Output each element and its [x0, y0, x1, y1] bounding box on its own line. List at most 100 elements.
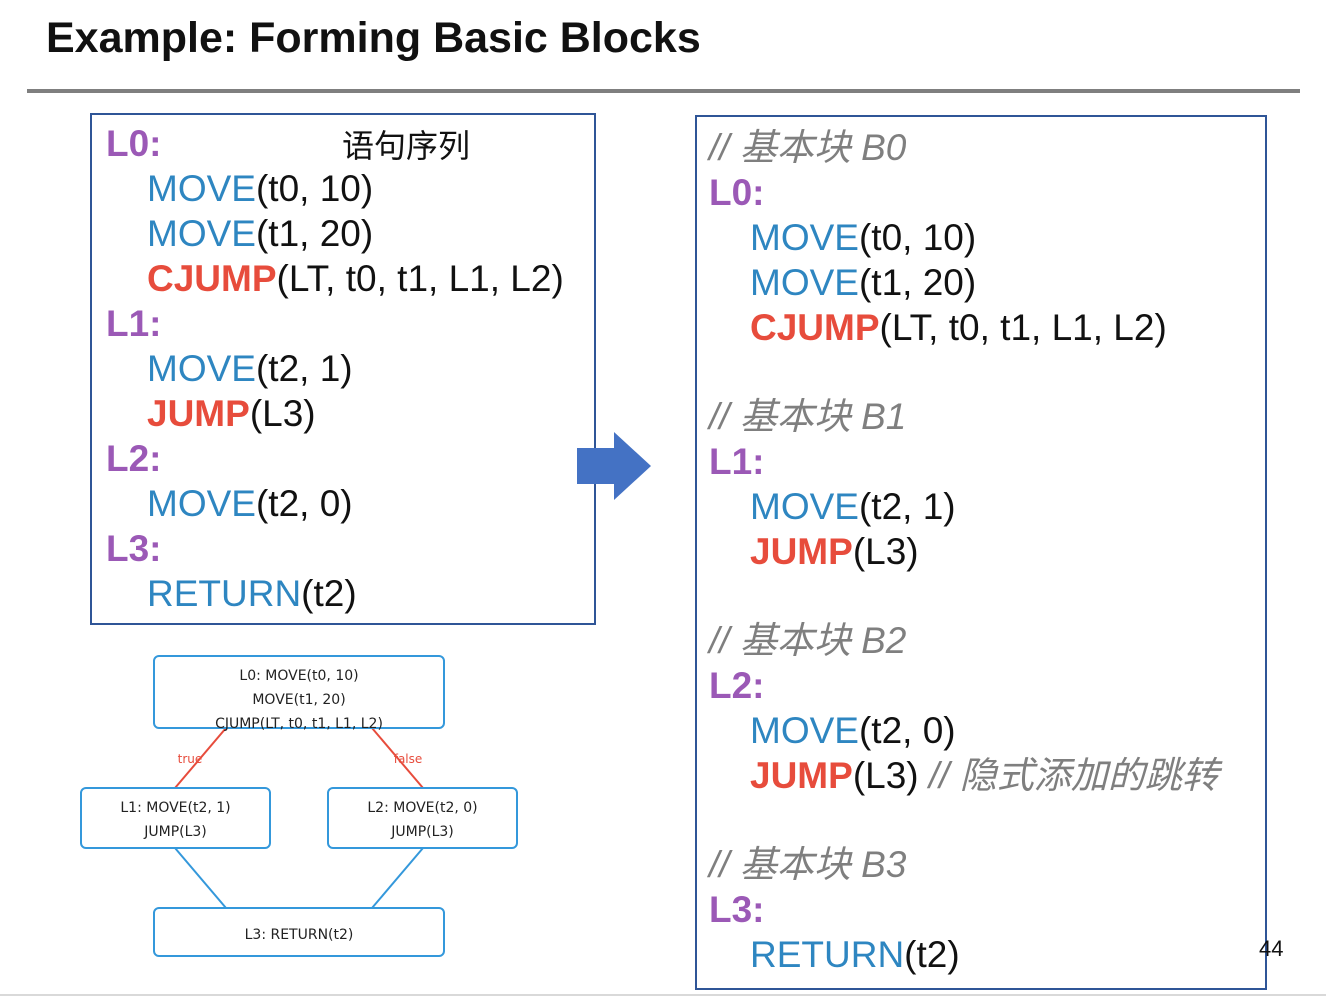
instruction-op: RETURN — [750, 934, 905, 975]
cfg-node-text: L3: RETURN(t2) — [245, 927, 354, 943]
block-label: L2: — [709, 665, 765, 706]
sequence-label-line: L2: — [106, 436, 594, 481]
cfg-node-text: MOVE(t1, 20) — [252, 692, 345, 708]
block-label: L0: — [709, 172, 765, 213]
instruction-op: CJUMP — [750, 307, 880, 348]
instruction-op: MOVE — [147, 168, 256, 209]
instruction-op: MOVE — [750, 486, 859, 527]
cfg-edge — [371, 847, 424, 909]
instruction-op: MOVE — [147, 348, 256, 389]
instruction-args: (LT, t0, t1, L1, L2) — [276, 258, 564, 299]
block-instruction-line: JUMP(L3) — [709, 529, 1265, 574]
instruction-args: (L3) — [249, 393, 316, 434]
instruction-op: CJUMP — [147, 258, 277, 299]
block-instruction-line: MOVE(t2, 0) — [709, 708, 1265, 753]
title-divider — [27, 89, 1300, 93]
block-label: L1: — [106, 303, 162, 344]
cfg-edge — [371, 727, 424, 789]
instruction-args: (L3) — [852, 755, 919, 796]
instruction-op: MOVE — [147, 483, 256, 524]
block-instruction-line: MOVE(t1, 20) — [709, 260, 1265, 305]
block-label: L1: — [709, 441, 765, 482]
page-number: 44 — [1259, 936, 1284, 961]
instruction-op: RETURN — [147, 573, 302, 614]
instruction-args: (t2, 0) — [255, 483, 353, 524]
instruction-args: (t2, 0) — [858, 710, 956, 751]
cfg-edge-label: true — [178, 752, 203, 766]
right-arrow-icon — [577, 432, 651, 500]
cfg-node-text: CJUMP(LT, t0, t1, L1, L2) — [215, 716, 383, 732]
statement-sequence-heading: 语句序列 — [342, 127, 471, 165]
instruction-op: MOVE — [750, 217, 859, 258]
sequence-label-line: L0: — [106, 121, 594, 166]
cfg-node-text: L0: MOVE(t0, 10) — [239, 668, 358, 684]
block-comment: // 基本块 B3 — [709, 842, 1265, 887]
block-instruction-line: MOVE(t0, 10) — [709, 215, 1265, 260]
block-comment-text: // 基本块 B2 — [709, 620, 907, 661]
block-spacer — [709, 574, 1265, 618]
instruction-args: (t2) — [904, 934, 960, 975]
instruction-op: JUMP — [147, 393, 250, 434]
cfg-edge — [174, 727, 227, 789]
block-comment: // 基本块 B2 — [709, 618, 1265, 663]
block-comment: // 基本块 B0 — [709, 125, 1265, 170]
instruction-args: (t0, 10) — [255, 168, 374, 209]
block-label-line: L3: — [709, 887, 1265, 932]
block-instruction-line: JUMP(L3) // 隐式添加的跳转 — [709, 753, 1265, 798]
statement-sequence-box: 语句序列 L0:MOVE(t0, 10)MOVE(t1, 20)CJUMP(LT… — [90, 113, 596, 625]
sequence-instruction-line: CJUMP(LT, t0, t1, L1, L2) — [106, 256, 594, 301]
cfg-node-text: L2: MOVE(t2, 0) — [367, 800, 477, 816]
instruction-args: (LT, t0, t1, L1, L2) — [879, 307, 1167, 348]
block-label: L2: — [106, 438, 162, 479]
sequence-instruction-line: MOVE(t1, 20) — [106, 211, 594, 256]
cfg-node-b1 — [80, 787, 271, 849]
block-comment-text: // 基本块 B1 — [709, 396, 907, 437]
cfg-node-text: JUMP(L3) — [143, 824, 207, 840]
instruction-args: (t2, 1) — [858, 486, 956, 527]
instruction-op: MOVE — [147, 213, 256, 254]
instruction-op: JUMP — [750, 531, 853, 572]
block-label-line: L1: — [709, 439, 1265, 484]
slide-title: Example: Forming Basic Blocks — [46, 14, 701, 62]
instruction-args: (t2, 1) — [255, 348, 353, 389]
sequence-instruction-line: JUMP(L3) — [106, 391, 594, 436]
block-spacer — [709, 350, 1265, 394]
instruction-args: (t1, 20) — [858, 262, 977, 303]
bottom-divider — [0, 994, 1326, 996]
statement-sequence-code: L0:MOVE(t0, 10)MOVE(t1, 20)CJUMP(LT, t0,… — [106, 121, 594, 616]
instruction-args: (t2) — [301, 573, 357, 614]
sequence-label-line: L1: — [106, 301, 594, 346]
instruction-op: MOVE — [750, 262, 859, 303]
cfg-node-b0 — [153, 655, 445, 729]
sequence-instruction-line: MOVE(t0, 10) — [106, 166, 594, 211]
cfg-node-b3 — [153, 907, 445, 957]
instruction-op: JUMP — [750, 755, 853, 796]
block-instruction-line: MOVE(t2, 1) — [709, 484, 1265, 529]
block-instruction-line: CJUMP(LT, t0, t1, L1, L2) — [709, 305, 1265, 350]
instruction-args: (t1, 20) — [255, 213, 374, 254]
block-spacer — [709, 798, 1265, 842]
block-label-line: L2: — [709, 663, 1265, 708]
block-instruction-line: RETURN(t2) — [709, 932, 1265, 977]
cfg-node-text: JUMP(L3) — [390, 824, 454, 840]
cfg-edge-label: false — [394, 752, 423, 766]
block-comment-text: // 基本块 B0 — [709, 127, 907, 168]
block-comment-text: // 基本块 B3 — [709, 844, 907, 885]
block-label: L0: — [106, 123, 162, 164]
instruction-args: (t0, 10) — [858, 217, 977, 258]
instruction-op: MOVE — [750, 710, 859, 751]
cfg-edge — [174, 847, 227, 909]
sequence-instruction-line: MOVE(t2, 0) — [106, 481, 594, 526]
cfg-node-text: L1: MOVE(t2, 1) — [120, 800, 230, 816]
block-comment: // 基本块 B1 — [709, 394, 1265, 439]
instruction-args: (L3) — [852, 531, 919, 572]
sequence-instruction-line: MOVE(t2, 1) — [106, 346, 594, 391]
sequence-instruction-line: RETURN(t2) — [106, 571, 594, 616]
block-label: L3: — [106, 528, 162, 569]
cfg-node-b2 — [327, 787, 518, 849]
instruction-comment: // 隐式添加的跳转 — [918, 755, 1219, 796]
sequence-label-line: L3: — [106, 526, 594, 571]
